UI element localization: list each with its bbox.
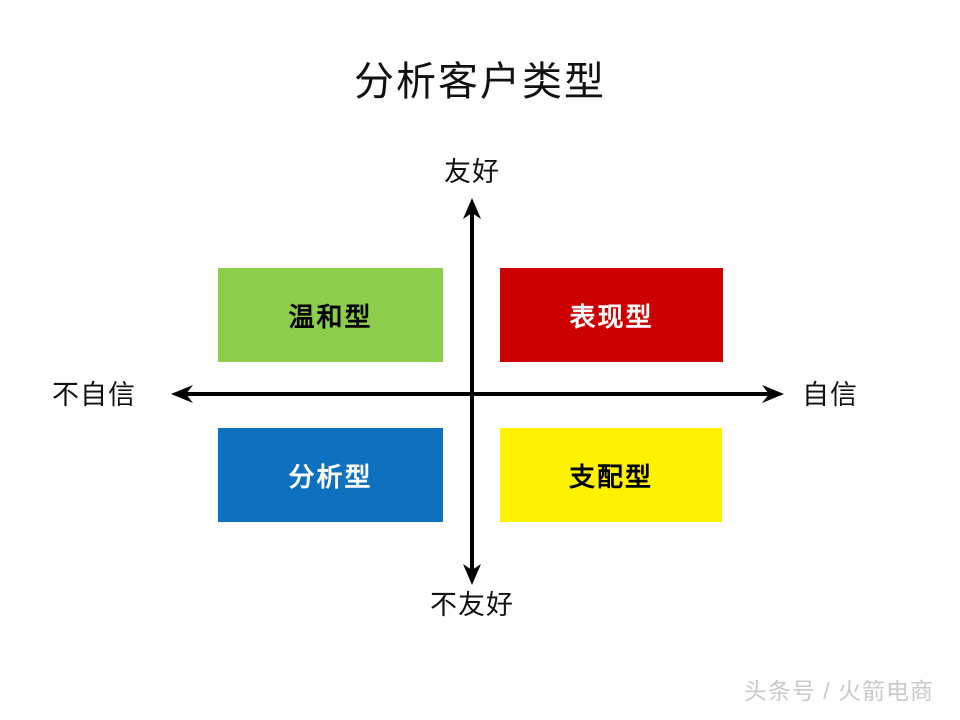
quadrant-label-analytical: 分析型 xyxy=(288,461,373,492)
quadrant-box-expressive: 表现型 xyxy=(500,268,723,362)
axis-label-unfriendly: 不友好 xyxy=(430,590,514,620)
quadrant-label-mild: 温和型 xyxy=(288,301,373,332)
axis-label-not-confident: 不自信 xyxy=(52,380,136,410)
axis-label-confident: 自信 xyxy=(802,380,858,410)
watermark-text: 头条号 / 火箭电商 xyxy=(743,678,934,704)
vertical-axis-bottom-arrowhead xyxy=(463,564,481,585)
quadrant-box-analytical: 分析型 xyxy=(218,428,443,522)
horizontal-axis-right-arrowhead xyxy=(762,385,784,403)
axis-label-friendly: 友好 xyxy=(444,157,500,187)
vertical-axis-top-arrowhead xyxy=(463,198,481,219)
horizontal-axis-left-arrowhead xyxy=(171,385,193,403)
quadrant-box-driver: 支配型 xyxy=(500,428,722,522)
quadrant-label-expressive: 表现型 xyxy=(569,301,654,332)
page-title: 分析客户类型 xyxy=(354,59,606,104)
quadrant-box-mild: 温和型 xyxy=(218,268,443,362)
quadrant-label-driver: 支配型 xyxy=(568,461,653,492)
